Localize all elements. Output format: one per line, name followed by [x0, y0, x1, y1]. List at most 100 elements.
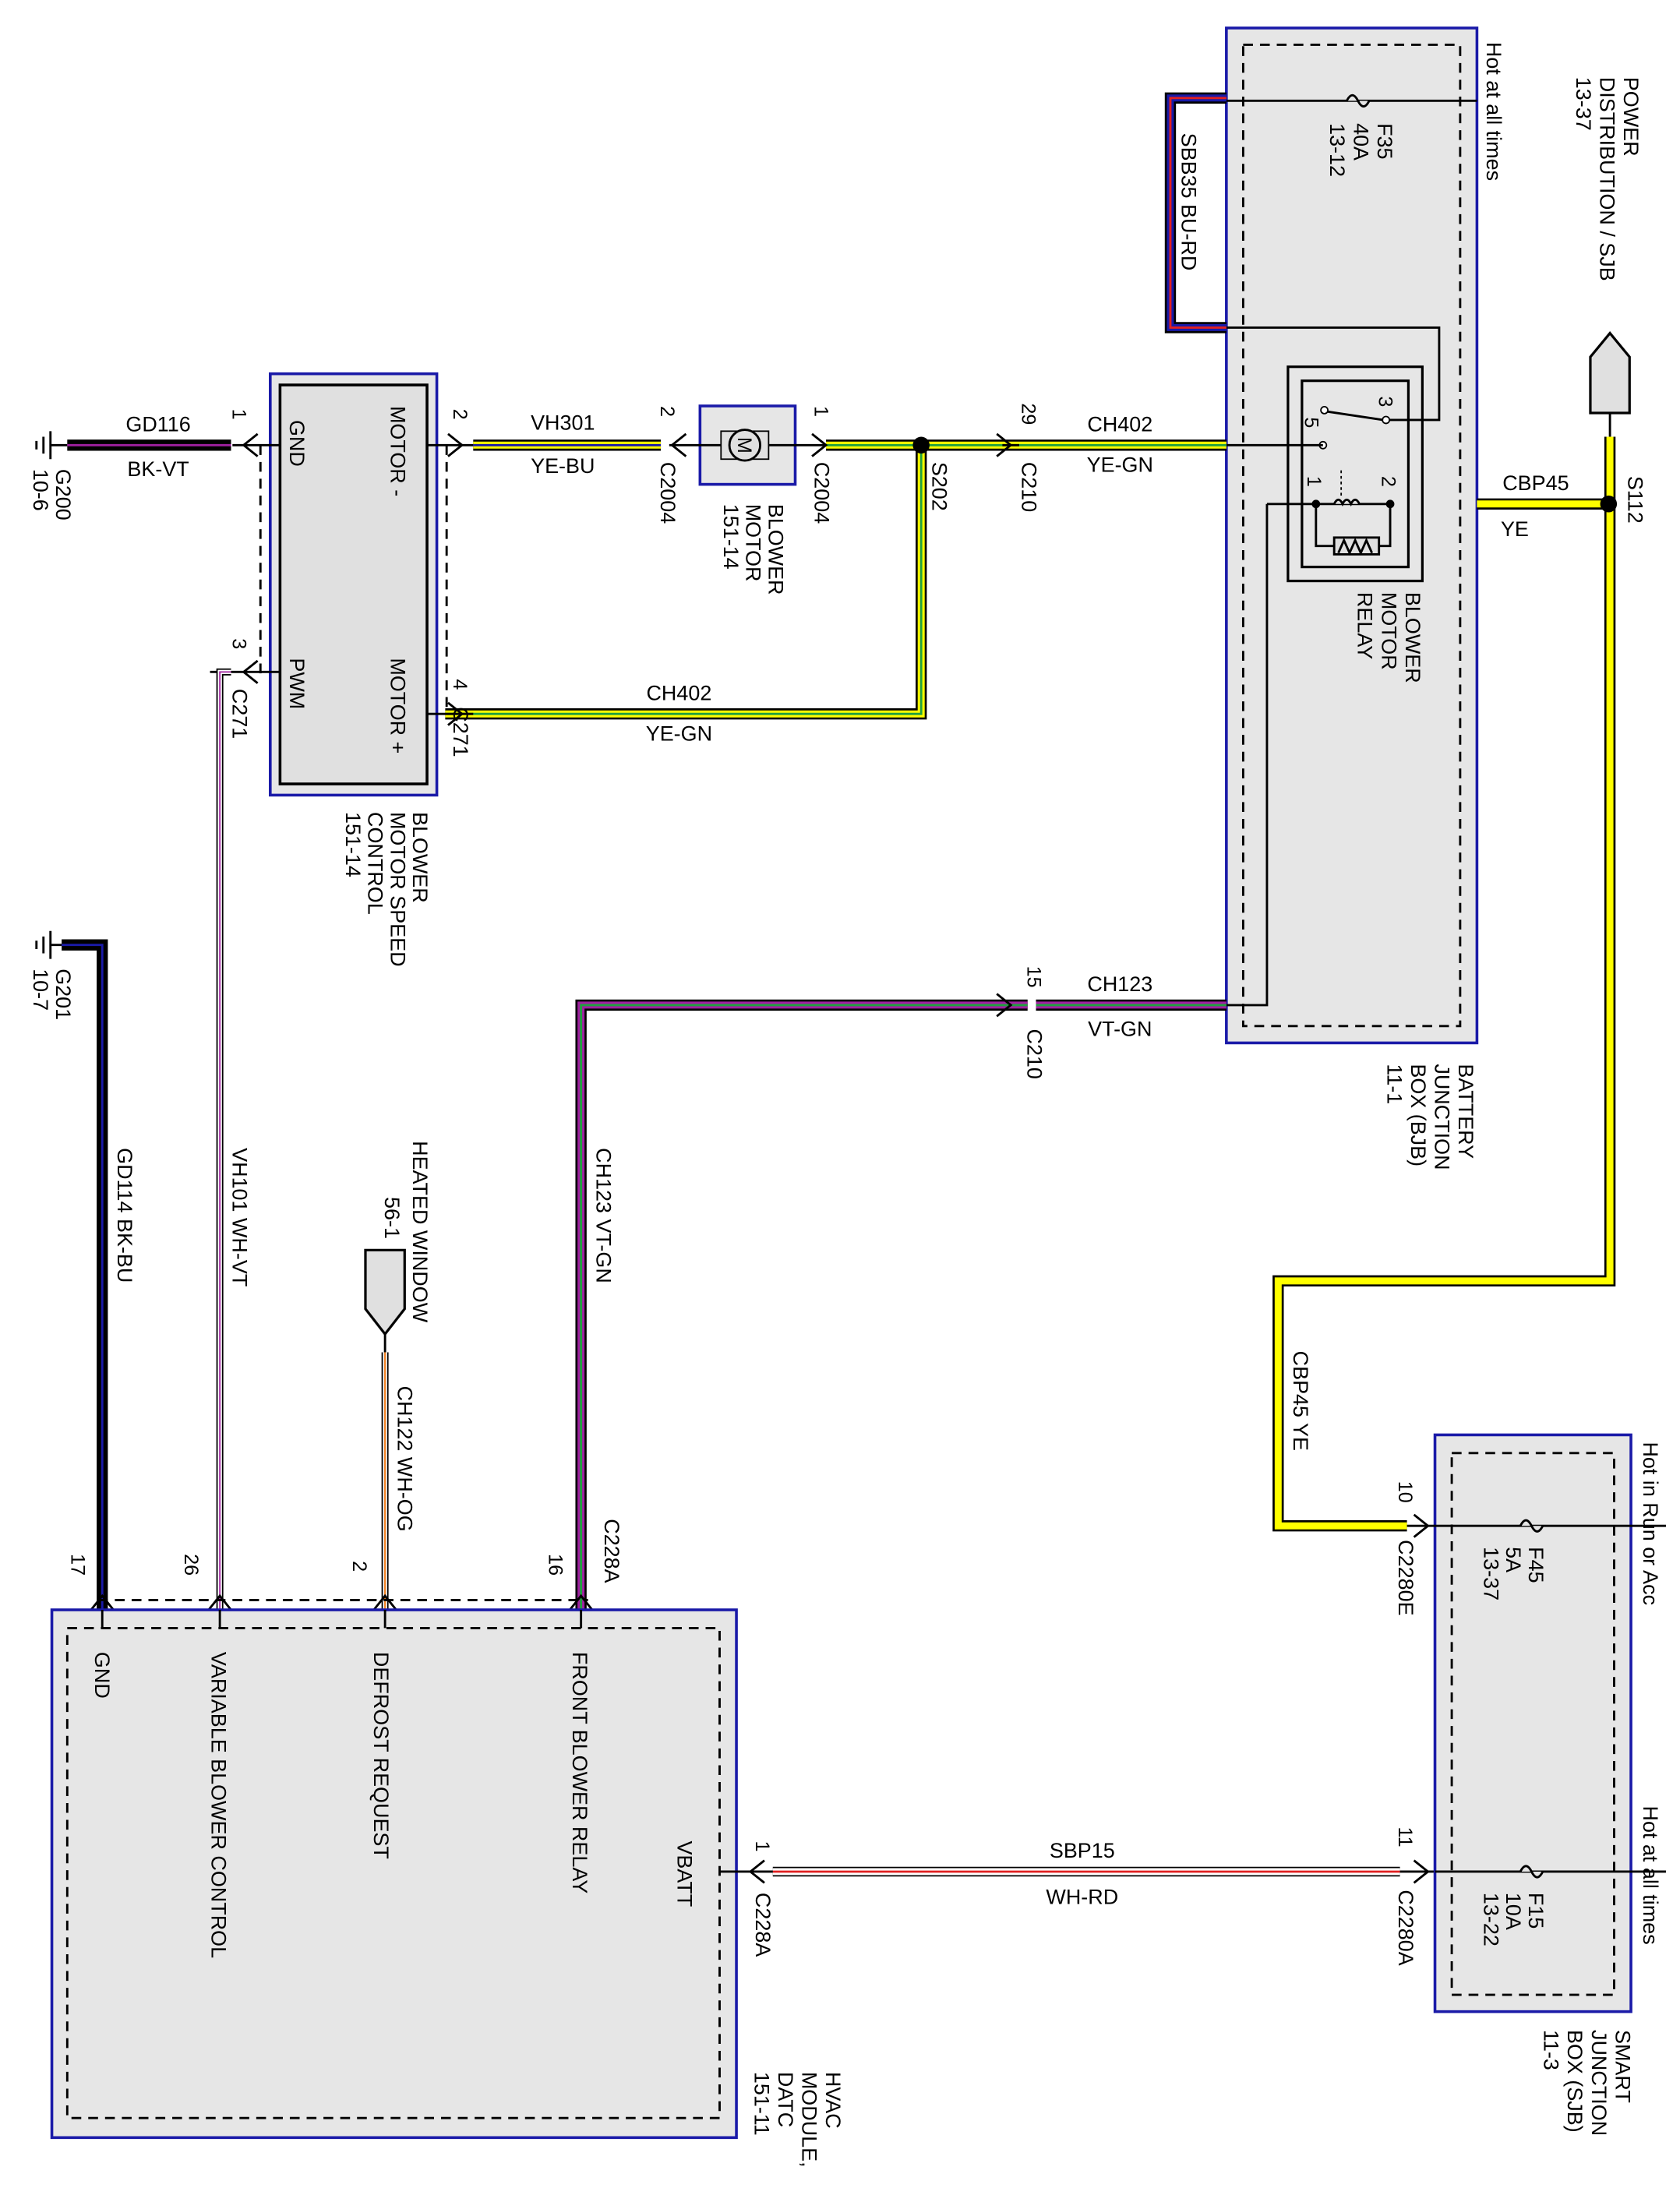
component-label: 11-3	[1540, 2030, 1563, 2070]
relay-label: RELAY	[1354, 592, 1377, 659]
relay-pin-1: 1	[1303, 476, 1325, 487]
pin-label: GND	[90, 1652, 114, 1699]
component-label: CONTROL	[364, 812, 387, 915]
blower-motor-relay: 1 2 3 5	[1226, 365, 1424, 583]
splice-s202	[912, 436, 930, 454]
pin-label: VARIABLE BLOWER CONTROL	[206, 1652, 230, 1958]
pin-number: 1	[810, 406, 832, 417]
wire-label: VT-GN	[1088, 1017, 1152, 1040]
wire-label: YE-BU	[531, 454, 595, 478]
component-label: MODULE,	[797, 2072, 821, 2168]
bjb-label: BOX (BJB)	[1406, 1064, 1430, 1166]
wire-label: CH402	[646, 681, 711, 704]
pin-number: 10	[1394, 1481, 1416, 1503]
component-label: 56-1	[380, 1197, 404, 1239]
wire-label: CH123	[1087, 972, 1152, 996]
pin-number: 16	[544, 1554, 566, 1576]
ground-label: 10-6	[29, 469, 52, 511]
component-label: BLOWER	[764, 504, 787, 595]
relay-label: MOTOR	[1377, 592, 1400, 670]
connector-label: C228A	[600, 1519, 623, 1583]
connector-label: C271	[228, 689, 251, 739]
pin-number: 2	[449, 409, 471, 420]
bjb-label: JUNCTION	[1431, 1064, 1454, 1170]
component-label: SMART	[1611, 2030, 1634, 2103]
fuse-ref: 13-12	[1325, 123, 1349, 177]
ground-icon	[35, 930, 62, 959]
pin-label: MOTOR +	[386, 658, 409, 753]
connector-label: C210	[1018, 462, 1041, 512]
pin-number: 4	[449, 679, 471, 690]
connector-icon	[364, 1248, 406, 1336]
pin-number: 17	[67, 1554, 89, 1576]
fuse-ref: 13-37	[1479, 1547, 1502, 1600]
component-label: MOTOR	[742, 504, 765, 582]
pin-number: 15	[1023, 966, 1045, 988]
component-label: HEATED WINDOW	[408, 1141, 432, 1323]
pin-label: DEFROST REQUEST	[369, 1652, 393, 1859]
power-dist-label: DISTRIBUTION / SJB	[1596, 77, 1619, 281]
wire-label: WH-RD	[1046, 1885, 1118, 1908]
bjb-hot-label: Hot at all times	[1482, 42, 1505, 181]
power-dist-label: POWER	[1619, 77, 1643, 157]
wire-label: GD114 BK-BU	[113, 1148, 136, 1283]
relay-pin-5: 5	[1300, 417, 1322, 428]
connector-label: C2004	[656, 462, 679, 524]
pin-number: 11	[1394, 1826, 1416, 1847]
wire-label: BK-VT	[127, 457, 189, 481]
wire-label: YE	[1501, 517, 1529, 541]
wire-vh101[interactable]	[216, 668, 231, 1611]
component-label: BOX (SJB)	[1563, 2030, 1586, 2133]
ground-label: 10-7	[29, 969, 52, 1011]
pin-label: VBATT	[673, 1840, 697, 1907]
component-label: 151-14	[341, 812, 365, 877]
wire-label: VH101 WH-VT	[228, 1148, 251, 1286]
wire-label: CH123 VT-GN	[591, 1148, 615, 1283]
fuse-icon	[1346, 94, 1371, 108]
pin-number: 1	[228, 409, 249, 420]
fuse-icon	[1519, 1519, 1544, 1533]
component-label: 151-14	[719, 504, 743, 570]
wire-label: CH402	[1087, 412, 1152, 436]
connector-label: C210	[1023, 1029, 1046, 1078]
fuse-amps: 40A	[1349, 123, 1372, 161]
ground-label: G200	[51, 469, 75, 521]
relay-label: BLOWER	[1401, 592, 1424, 683]
wire-gd114[interactable]	[62, 939, 108, 1611]
fuse-amps: 10A	[1502, 1893, 1525, 1930]
wire-cbp45[interactable]	[1272, 436, 1616, 1532]
bjb-label: BATTERY	[1454, 1064, 1477, 1159]
fuse-amps: 5A	[1502, 1547, 1525, 1572]
component-label: BLOWER	[408, 812, 432, 903]
wire-label: VH301	[531, 411, 595, 435]
pin-number: 29	[1018, 403, 1039, 425]
motor-icon	[728, 429, 762, 462]
pin-label: MOTOR -	[386, 406, 409, 496]
wire-sbb35[interactable]	[1164, 92, 1226, 333]
wire-ch402[interactable]	[445, 439, 1226, 720]
fuse-id: F15	[1524, 1893, 1548, 1929]
component-label: MOTOR SPEED	[386, 812, 409, 967]
bjb-label: 11-1	[1382, 1064, 1406, 1104]
power-dist-label: 13-37	[1572, 77, 1595, 131]
splice-s112	[1600, 495, 1618, 513]
wire-label: GD116	[125, 412, 190, 436]
battery-junction-box: F35 40A 13-12 1 2 3 5 BLOWER MOTOR RELAY	[1225, 26, 1479, 1045]
pin-number: 1	[751, 1840, 773, 1851]
component-label: DATC	[774, 2072, 797, 2127]
fuse-id: F45	[1524, 1547, 1548, 1583]
wire-label: YE-GN	[1087, 453, 1153, 476]
wire-label: YE-GN	[646, 722, 712, 745]
connector-label: C2280A	[1394, 1890, 1417, 1965]
pin-label: PWM	[285, 658, 309, 709]
relay-pin-2: 2	[1377, 476, 1399, 487]
pin-label: GND	[285, 420, 309, 467]
connector-icon	[1589, 331, 1631, 415]
blower-motor: M	[669, 404, 827, 486]
wire-ch123[interactable]	[575, 999, 1226, 1611]
pin-number: 2	[656, 406, 678, 417]
wire-label: SBB35 BU-RD	[1177, 133, 1200, 271]
wire-label: CH122 WH-OG	[393, 1386, 416, 1532]
component-label: HVAC	[821, 2072, 845, 2129]
